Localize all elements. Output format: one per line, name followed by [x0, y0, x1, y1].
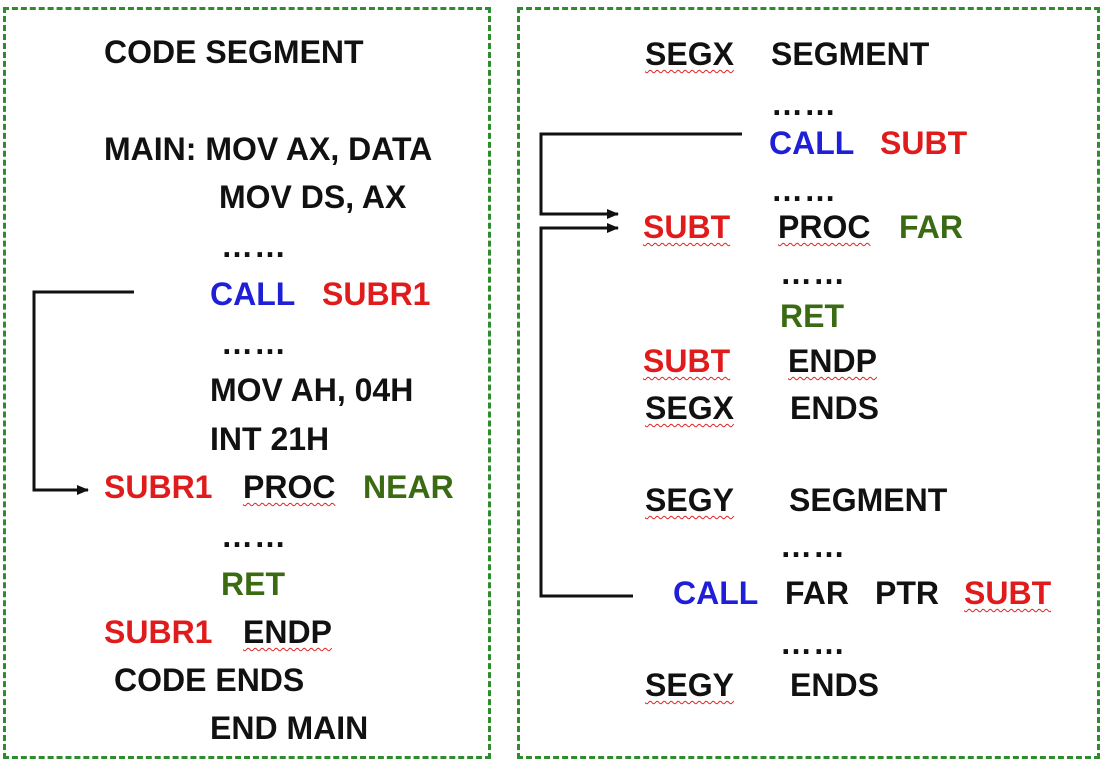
ret-instruction: RET — [780, 298, 844, 334]
segy-name: SEGY — [645, 482, 734, 518]
far-call-arrow-intersegment — [539, 223, 633, 598]
ptr-keyword: PTR — [875, 575, 939, 611]
ellipsis: …… — [221, 518, 287, 554]
proc-type-far: FAR — [899, 209, 963, 245]
proc-name-subr1: SUBR1 — [104, 469, 213, 505]
far-call-target-subt: SUBT — [964, 575, 1052, 611]
ends-keyword: ENDS — [790, 390, 879, 426]
ellipsis: …… — [780, 255, 846, 291]
call-target-subr1: SUBR1 — [322, 276, 431, 312]
code-segment-line: CODE SEGMENT — [104, 34, 364, 70]
mov-ah-line: MOV AH, 04H — [210, 372, 414, 408]
ellipsis: …… — [221, 325, 287, 361]
segy-segment-keyword: SEGMENT — [789, 482, 948, 518]
endp-name-subr1: SUBR1 — [104, 614, 213, 650]
left-code-panel — [3, 7, 491, 759]
proc-keyword: PROC — [778, 209, 871, 245]
endp-keyword: ENDP — [243, 614, 332, 650]
code-ends-line: CODE ENDS — [114, 662, 305, 698]
far-keyword: FAR — [785, 575, 849, 611]
segx-ends-name: SEGX — [645, 390, 734, 426]
proc-type-near: NEAR — [363, 469, 454, 505]
segy-ends-name: SEGY — [645, 667, 734, 703]
endp-name-subt: SUBT — [643, 343, 731, 379]
segx-name: SEGX — [645, 36, 734, 72]
segx-segment-keyword: SEGMENT — [771, 36, 930, 72]
far-call-arrow-local — [539, 132, 742, 219]
call-keyword: CALL — [769, 125, 855, 161]
call-keyword: CALL — [210, 276, 296, 312]
proc-keyword: PROC — [243, 469, 336, 505]
ellipsis: …… — [771, 172, 837, 208]
endp-keyword: ENDP — [788, 343, 877, 379]
right-code-panel — [517, 7, 1100, 759]
end-main-line: END MAIN — [210, 710, 369, 746]
ellipsis: …… — [771, 86, 837, 122]
far-call-keyword: CALL — [673, 575, 759, 611]
mov-ds-line: MOV DS, AX — [219, 179, 407, 215]
near-call-arrow — [32, 290, 134, 495]
proc-name-subt: SUBT — [643, 209, 731, 245]
ends-keyword: ENDS — [790, 667, 879, 703]
int21-line: INT 21H — [210, 421, 330, 457]
call-target-subt: SUBT — [880, 125, 968, 161]
main-mov-ax-line: MAIN: MOV AX, DATA — [104, 131, 433, 167]
ret-instruction: RET — [221, 566, 285, 602]
ellipsis: …… — [780, 528, 846, 564]
ellipsis: …… — [221, 228, 287, 264]
ellipsis: …… — [780, 625, 846, 661]
